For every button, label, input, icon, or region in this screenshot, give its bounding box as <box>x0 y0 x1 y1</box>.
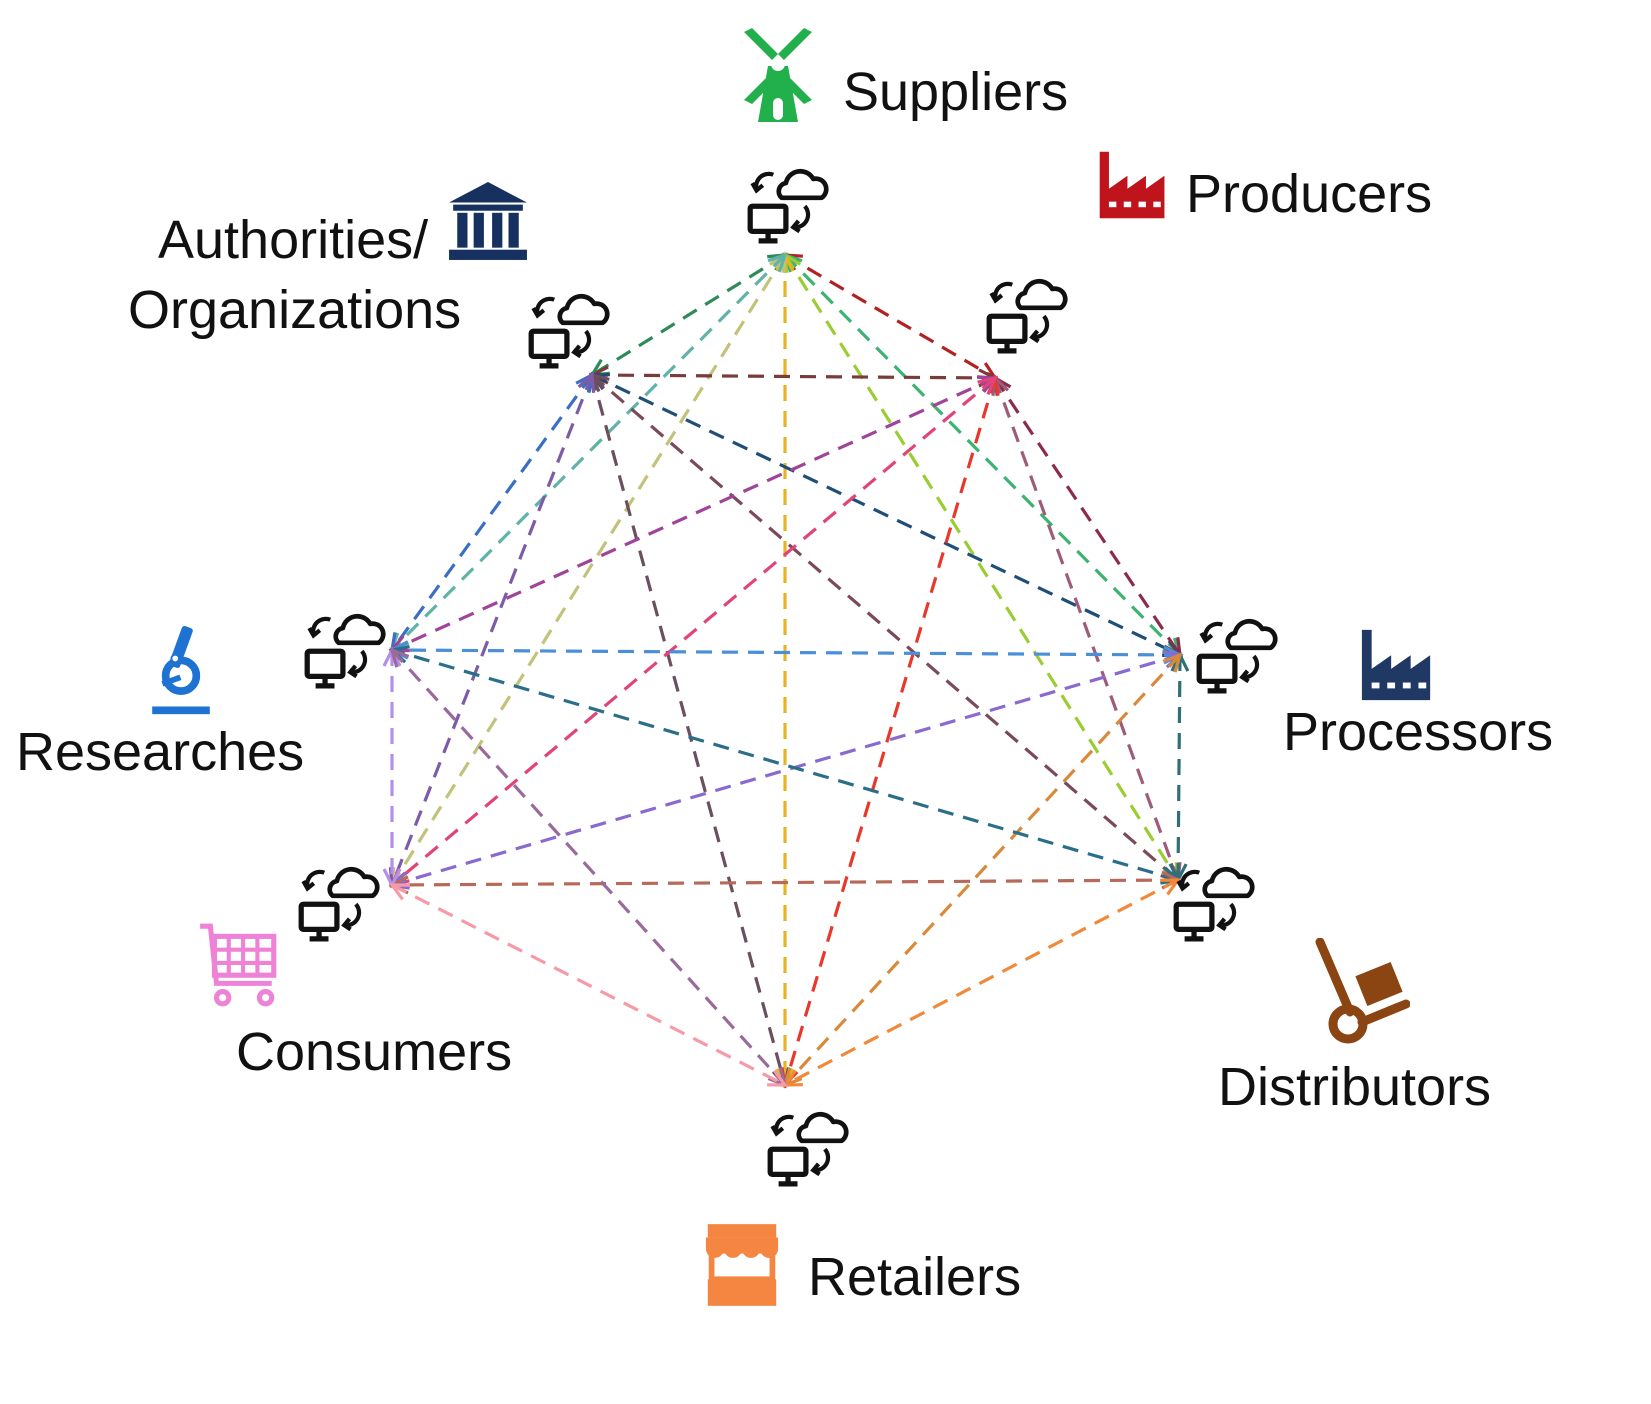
authorities-label-line1: Authorities/ <box>158 210 428 270</box>
windmill-icon <box>744 28 812 122</box>
edge-suppliers-producers <box>784 253 996 380</box>
edge-arrowhead <box>388 883 410 901</box>
edge-processors-researches <box>391 648 1181 657</box>
edge-authorities-producers <box>591 373 996 380</box>
shopping-cart-icon <box>200 926 274 1004</box>
edge-producers-retailers <box>783 377 997 1086</box>
suppliers-label: Suppliers <box>843 62 1068 122</box>
suppliers-node-icon <box>750 171 826 241</box>
edge-authorities-retailers <box>590 374 787 1086</box>
edge-producers-distributors <box>993 377 1180 881</box>
edge-consumers-retailers <box>391 883 786 1087</box>
edge-arrowhead <box>577 371 596 393</box>
edge-authorities-researches <box>390 374 594 651</box>
edge-arrowhead <box>389 647 410 668</box>
consumers-node-icon <box>301 869 377 939</box>
edge-suppliers-researches <box>390 253 787 652</box>
edge-processors-consumers <box>391 653 1181 887</box>
government-building-icon <box>449 182 527 260</box>
authorities-node-icon <box>531 296 607 366</box>
edge-researches-retailers <box>390 648 787 1087</box>
edge-processors-distributors <box>1176 654 1182 881</box>
retailers-node-icon <box>770 1114 846 1184</box>
edge-arrowhead <box>767 1069 789 1087</box>
processors-factory-icon <box>1361 629 1431 701</box>
edge-arrowhead <box>1160 878 1182 896</box>
edge-producers-researches <box>391 376 996 652</box>
producers-factory-icon <box>1099 151 1165 219</box>
edge-authorities-consumers <box>390 374 594 886</box>
consumers-label: Consumers <box>236 1022 512 1082</box>
retailers-label: Retailers <box>808 1247 1021 1307</box>
authorities-label-line2: Organizations <box>128 280 461 340</box>
edge-suppliers-distributors <box>783 254 1180 881</box>
distributors-label: Distributors <box>1218 1057 1491 1117</box>
edge-arrowhead <box>977 375 998 396</box>
edge-suppliers-consumers <box>390 254 787 886</box>
edge-authorities-processors <box>591 373 1181 657</box>
researches-label: Researches <box>16 722 304 782</box>
connection-edges <box>382 251 1190 1089</box>
edge-processors-retailers <box>783 653 1182 1087</box>
producers-label: Producers <box>1186 164 1432 224</box>
producers-node-icon <box>989 281 1065 351</box>
distributors-node-icon <box>1176 869 1252 939</box>
processors-label: Processors <box>1283 702 1553 762</box>
edge-arrowhead <box>767 252 788 273</box>
edge-suppliers-processors <box>783 253 1182 657</box>
edge-authorities-distributors <box>590 373 1180 882</box>
researches-node-icon <box>307 616 383 686</box>
edge-distributors-consumers <box>391 878 1179 887</box>
edge-producers-consumers <box>390 376 997 887</box>
hand-truck-icon <box>1320 942 1406 1039</box>
edge-arrowhead <box>1162 652 1183 673</box>
edge-distributors-retailers <box>784 878 1179 1087</box>
storefront-icon <box>706 1224 778 1306</box>
edge-suppliers-authorities <box>591 253 786 377</box>
processors-node-icon <box>1199 621 1275 691</box>
edge-producers-processors <box>993 377 1182 656</box>
microscope-icon <box>152 625 210 714</box>
edge-distributors-researches <box>391 648 1179 882</box>
